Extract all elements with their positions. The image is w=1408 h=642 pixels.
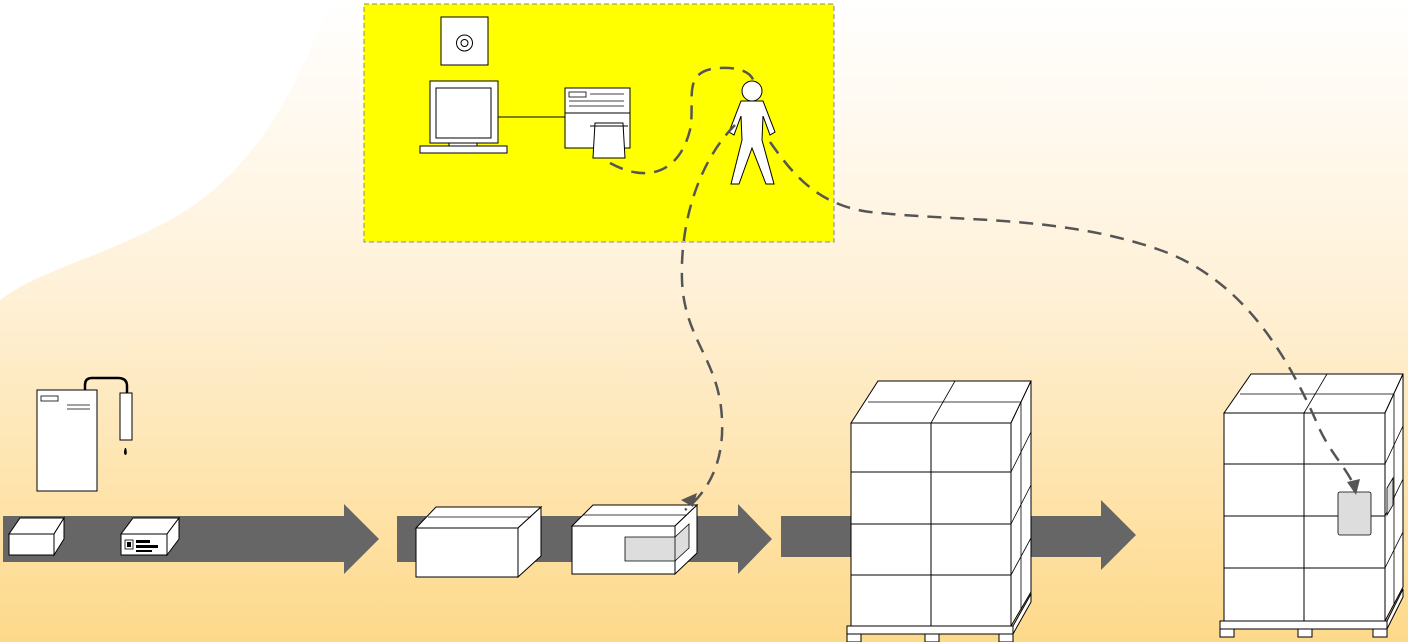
label-flow-paths <box>609 66 1357 511</box>
cd-disc-icon <box>440 16 489 66</box>
labeled-shipping-case-icon <box>570 503 699 576</box>
pallet-label <box>1337 491 1372 536</box>
operator-to-pallet-path <box>768 141 1357 489</box>
labeled-pallet-load-icon <box>1219 373 1404 638</box>
product-box-icon <box>8 516 65 557</box>
conveyor-arrow-1 <box>3 504 379 574</box>
pallet-load-icon <box>846 380 1032 642</box>
arrowhead-case <box>681 493 697 507</box>
coded-product-box-icon <box>120 516 180 557</box>
case-label <box>624 523 690 562</box>
operator-to-case-path <box>680 124 736 511</box>
desktop-computer-icon <box>419 80 565 154</box>
background-white-swoosh <box>0 0 330 300</box>
shipping-case-icon <box>414 505 543 579</box>
pallet-side-label <box>1386 476 1394 517</box>
printer-to-operator-path <box>609 66 756 175</box>
label-printer-icon <box>564 87 631 159</box>
operator-person-icon <box>728 80 776 185</box>
inkjet-coder-icon <box>36 376 133 492</box>
arrowhead-pallet <box>1347 479 1360 495</box>
